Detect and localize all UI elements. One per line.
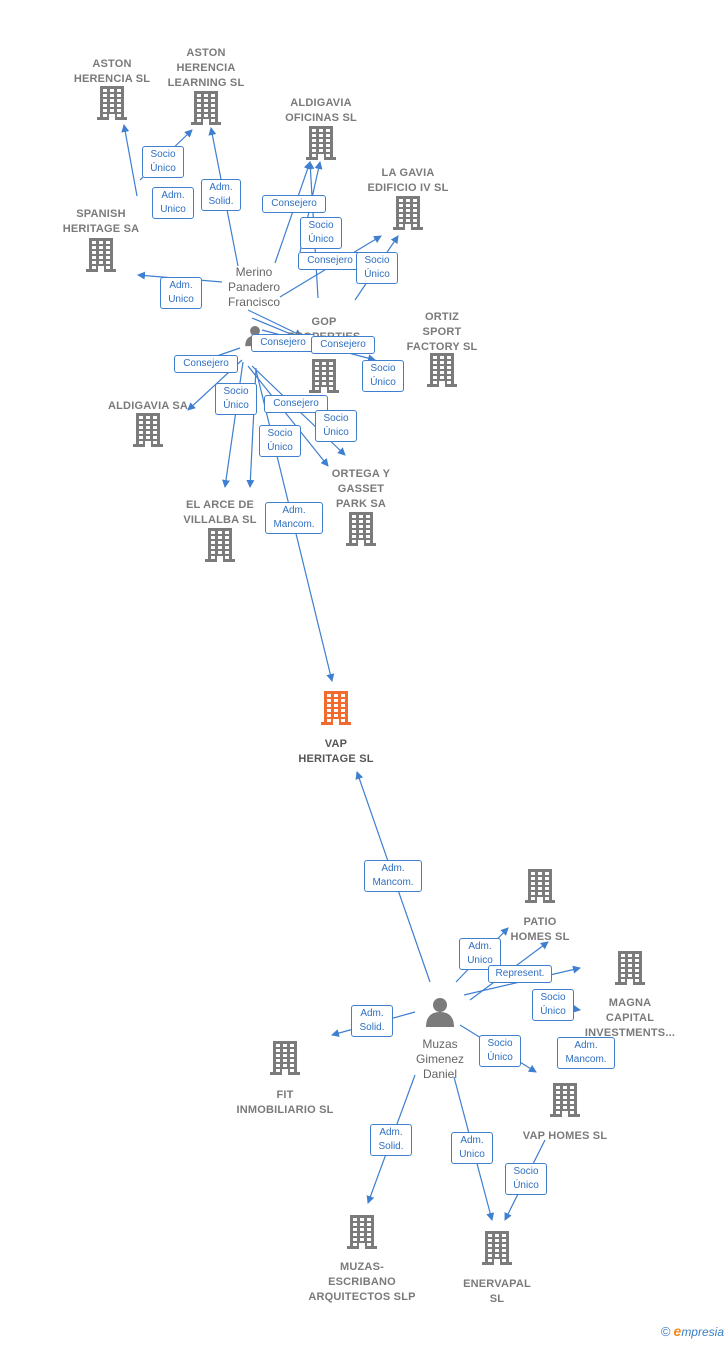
relation-badge[interactable]: Consejero	[264, 395, 328, 413]
brand-logo-text: mpresia	[681, 1325, 724, 1339]
company-label-vap-heritage[interactable]: VAP HERITAGE SL	[298, 738, 374, 765]
company-label-magna-capital[interactable]: MAGNA CAPITAL INVESTMENTS...	[584, 997, 676, 1039]
relation-badge[interactable]: Socio Único	[142, 146, 184, 178]
building-icon[interactable]	[133, 413, 163, 452]
building-icon[interactable]	[205, 528, 235, 567]
building-icon[interactable]	[306, 126, 336, 165]
relation-badge[interactable]: Adm. Solid.	[201, 179, 241, 211]
copyright-icon: ©	[660, 1324, 671, 1339]
relation-badge[interactable]: Adm. Unico	[160, 277, 202, 309]
relation-badge[interactable]: Consejero	[298, 252, 362, 270]
relation-edge	[121, 124, 138, 197]
company-label-aston-learning[interactable]: ASTON HERENCIA LEARNING SL	[167, 47, 245, 89]
company-label-enervapal[interactable]: ENERVAPAL SL	[463, 1278, 531, 1305]
company-label-muzas-escribano[interactable]: MUZAS- ESCRIBANO ARQUITECTOS SLP	[308, 1261, 416, 1303]
relation-badge[interactable]: Adm. Mancom.	[265, 502, 323, 534]
building-icon[interactable]	[346, 512, 376, 551]
company-label-el-arce[interactable]: EL ARCE DE VILLALBA SL	[183, 499, 257, 526]
relation-badge[interactable]: Socio Único	[505, 1163, 547, 1195]
main-building-icon[interactable]	[321, 691, 351, 730]
building-icon[interactable]	[615, 951, 645, 990]
building-icon[interactable]	[347, 1215, 377, 1254]
relation-badge[interactable]: Socio Único	[259, 425, 301, 457]
relation-badge[interactable]: Adm. Mancom.	[557, 1037, 615, 1069]
relation-edge	[222, 361, 244, 488]
relation-badge[interactable]: Adm. Mancom.	[364, 860, 422, 892]
company-label-ortega-gasset[interactable]: ORTEGA Y GASSET PARK SA	[331, 468, 391, 510]
company-label-aston-herencia[interactable]: ASTON HERENCIA SL	[73, 58, 151, 85]
relation-badge[interactable]: Consejero	[311, 336, 375, 354]
building-icon[interactable]	[97, 86, 127, 125]
relation-badge[interactable]: Adm. Unico	[459, 938, 501, 970]
company-label-patio-homes[interactable]: PATIO HOMES SL	[510, 916, 570, 943]
company-label-spanish-heritage[interactable]: SPANISH HERITAGE SA	[62, 208, 140, 235]
company-label-vap-homes[interactable]: VAP HOMES SL	[522, 1130, 608, 1142]
company-label-aldigavia-sa[interactable]: ALDIGAVIA SA	[107, 400, 188, 412]
building-icon[interactable]	[86, 238, 116, 277]
relation-badge[interactable]: Represent.	[488, 965, 552, 983]
building-icon[interactable]	[270, 1041, 300, 1080]
relation-badge[interactable]: Consejero	[251, 334, 315, 352]
building-icon[interactable]	[309, 359, 339, 398]
person-label-merino[interactable]: Merino Panadero Francisco	[227, 265, 281, 309]
company-label-la-gavia[interactable]: LA GAVIA EDIFICIO IV SL	[367, 167, 449, 194]
company-label-aldigavia-oficinas[interactable]: ALDIGAVIA OFICINAS SL	[285, 97, 357, 124]
person-icon[interactable]	[425, 997, 455, 1032]
relation-badge[interactable]: Socio Único	[215, 383, 257, 415]
relation-badge[interactable]: Consejero	[174, 355, 238, 373]
building-icon[interactable]	[482, 1231, 512, 1270]
relation-edge	[247, 309, 303, 337]
company-label-ortiz-sport[interactable]: ORTIZ SPORT FACTORY SL	[406, 311, 478, 353]
building-icon[interactable]	[191, 91, 221, 130]
relation-badge[interactable]: Adm. Unico	[152, 187, 194, 219]
brand-logo-mark: e	[673, 1323, 682, 1339]
building-icon[interactable]	[393, 196, 423, 235]
relation-badge[interactable]: Consejero	[262, 195, 326, 213]
person-label-muzas[interactable]: Muzas Gimenez Daniel	[415, 1037, 465, 1081]
relation-badge[interactable]: Adm. Solid.	[370, 1124, 412, 1156]
relation-badge[interactable]: Socio Único	[356, 252, 398, 284]
brand-footer[interactable]: ©empresia	[661, 1323, 724, 1339]
relation-badge[interactable]: Socio Único	[300, 217, 342, 249]
relation-badge[interactable]: Socio Único	[532, 989, 574, 1021]
relation-badge[interactable]: Socio Único	[315, 410, 357, 442]
building-icon[interactable]	[550, 1083, 580, 1122]
relation-badge[interactable]: Adm. Unico	[451, 1132, 493, 1164]
relation-badge[interactable]: Socio Único	[479, 1035, 521, 1067]
relation-badge[interactable]: Socio Único	[362, 360, 404, 392]
company-label-fit-inmobiliario[interactable]: FIT INMOBILIARIO SL	[236, 1089, 334, 1116]
building-icon[interactable]	[427, 353, 457, 392]
relation-edge	[247, 365, 329, 467]
relation-badge[interactable]: Adm. Solid.	[351, 1005, 393, 1037]
building-icon[interactable]	[525, 869, 555, 908]
